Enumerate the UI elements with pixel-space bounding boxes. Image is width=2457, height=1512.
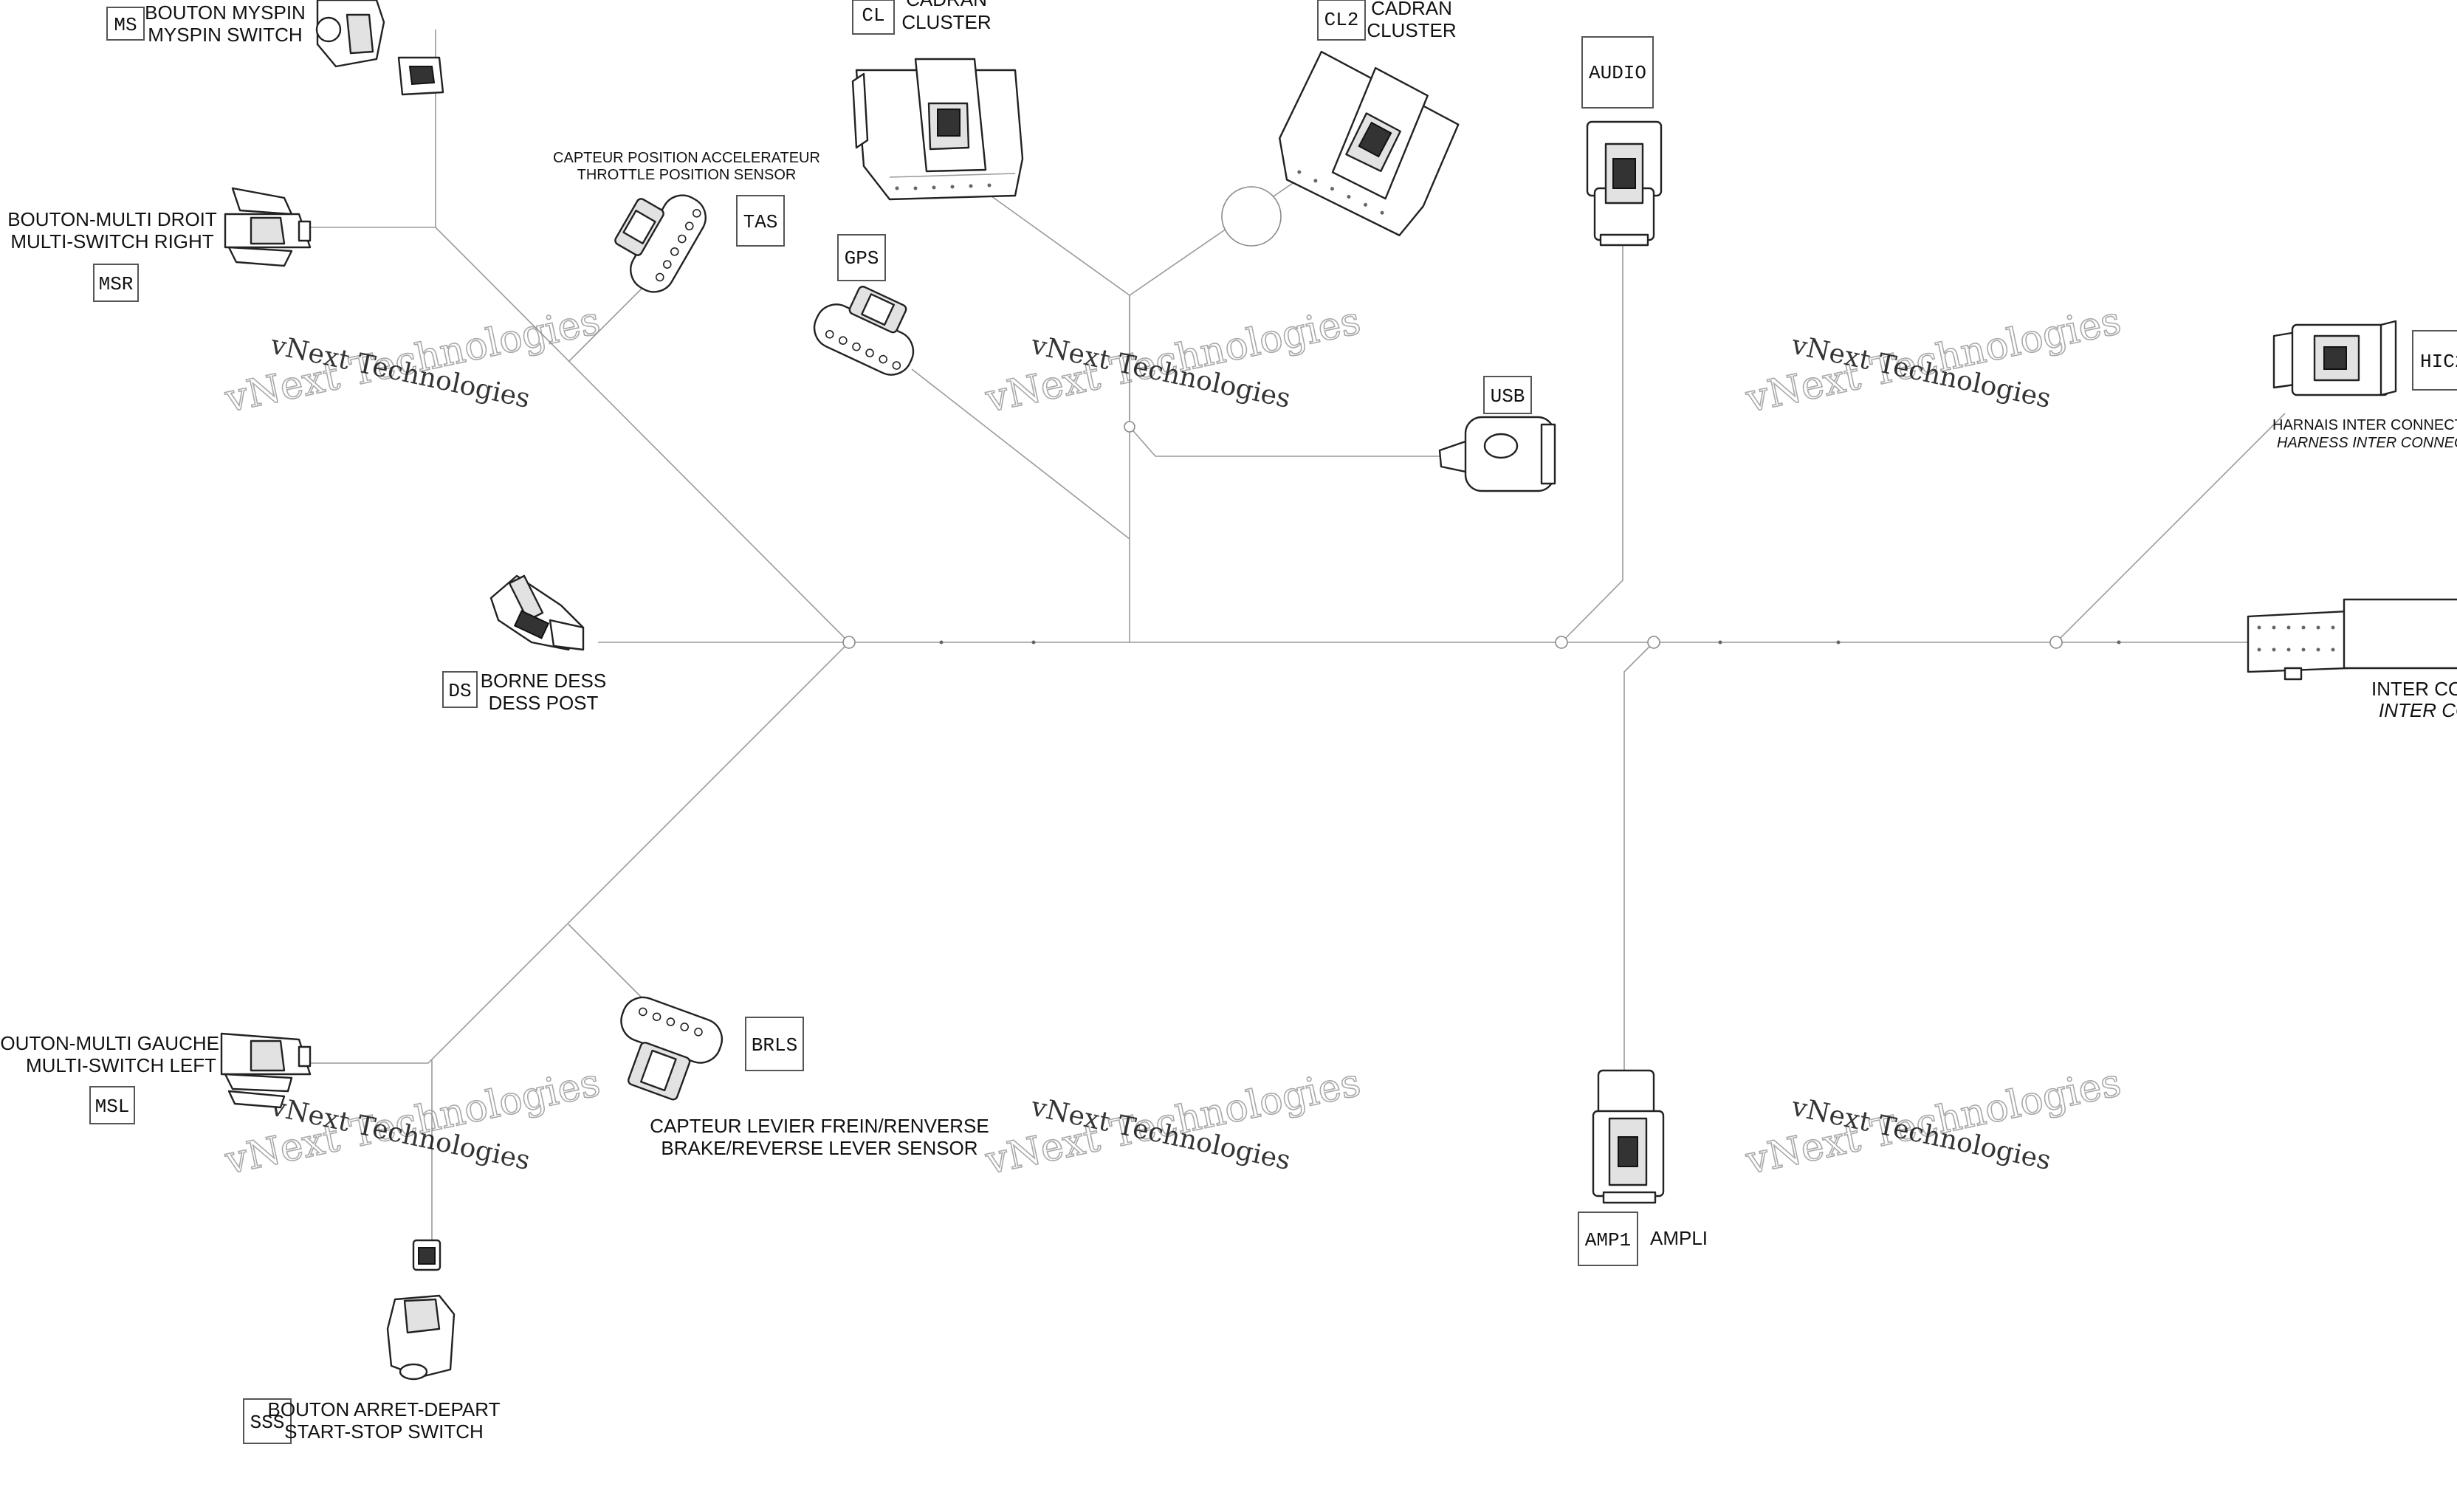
hic-connector-drawing <box>2272 320 2397 396</box>
code-tag: AUDIO <box>1581 36 1654 109</box>
audio-connector-drawing <box>1586 120 1663 247</box>
label-en: MULTI-SWITCH RIGHT <box>10 230 213 252</box>
code-tag: TAS <box>736 195 785 247</box>
code-tag: MSL <box>89 1086 135 1124</box>
label-en: CLUSTER <box>1367 19 1456 41</box>
connector-ic[interactable]: INTER CONNECTEUR INTER CONNECTOR <box>2247 598 2457 721</box>
label-en: INTER CONNECTOR <box>2379 699 2457 721</box>
connector-amp1[interactable]: AMP1 AMPLI <box>1578 1069 1708 1266</box>
code-tag: BRLS <box>745 1017 804 1071</box>
connector-cl[interactable]: CL CADRAN CLUSTER <box>851 0 1024 201</box>
label-en: DESS POST <box>489 692 599 714</box>
brls-connector-drawing <box>620 996 724 1101</box>
code-tag: MS <box>106 7 145 41</box>
dess-post-drawing <box>489 574 585 651</box>
label-fr: BOUTON MYSPIN <box>145 1 306 24</box>
code-tag: GPS <box>837 234 886 281</box>
connector-audio[interactable]: AUDIO <box>1581 36 1663 247</box>
label-en: HARNESS INTER CONNECTOR <box>2277 435 2457 451</box>
label-fr: BOUTON-MULTI DROIT <box>7 208 217 230</box>
code-audio: AUDIO <box>1589 62 1646 84</box>
watermark-top-right: vNext Technologies vNext Technologies <box>1741 298 2125 422</box>
label-fr: BORNE DESS <box>481 670 607 692</box>
connector-hic[interactable]: HIC2 HARNAIS INTER CONNECTEUR HARNESS IN… <box>2272 320 2457 451</box>
myspin-switch-drawing <box>315 0 444 96</box>
connector-tas[interactable]: CAPTEUR POSITION ACCELERATEUR THROTTLE P… <box>553 150 820 300</box>
label-fr: CAPTEUR LEVIER FREIN/RENVERSE <box>650 1115 989 1137</box>
label-en: START-STOP SWITCH <box>284 1420 484 1443</box>
multi-switch-right-drawing <box>224 187 312 267</box>
label-en: CLUSTER <box>901 11 991 33</box>
usb-connector-drawing <box>1438 416 1556 492</box>
connector-ms[interactable]: MS BOUTON MYSPIN MYSPIN SWITCH <box>106 0 444 96</box>
code-amp1: AMP1 <box>1585 1229 1631 1251</box>
label-fr: AMPLI <box>1650 1227 1708 1249</box>
code-tag: SSS <box>243 1398 292 1444</box>
code-ms: MS <box>114 14 137 36</box>
label-en: MYSPIN SWITCH <box>148 24 302 46</box>
code-cl: CL <box>862 4 884 27</box>
code-msr: MSR <box>99 273 134 295</box>
code-sss: SSS <box>250 1412 285 1434</box>
code-tag: DS <box>442 671 478 708</box>
label-fr: CADRAN <box>906 0 987 10</box>
connector-msl[interactable]: BOUTON-MULTI GAUCHE MULTI-SWITCH LEFT MS… <box>0 1032 312 1124</box>
code-hic: HIC2 <box>2420 351 2457 373</box>
connector-brls[interactable]: BRLS CAPTEUR LEVIER FREIN/RENVERSE BRAKE… <box>601 992 989 1159</box>
code-tag: HIC2 <box>2412 330 2457 391</box>
connector-usb[interactable]: USB <box>1438 376 1556 492</box>
code-ds: DS <box>448 680 471 702</box>
label-fr: CAPTEUR POSITION ACCELERATEUR <box>553 150 820 166</box>
watermark-bottom-right: vNext Technologies vNext Technologies <box>1741 1060 2125 1184</box>
label-fr: BOUTON ARRET-DEPART <box>268 1398 501 1420</box>
code-tag: CL <box>852 0 895 35</box>
connector-gps[interactable]: GPS <box>808 234 931 382</box>
watermark-top-center: vNext Technologies vNext Technologies <box>980 298 1364 422</box>
code-tag: MSR <box>93 264 139 302</box>
label-en: MULTI-SWITCH LEFT <box>26 1054 216 1076</box>
connector-msr[interactable]: BOUTON-MULTI DROIT MULTI-SWITCH RIGHT MS… <box>7 187 312 302</box>
code-cl2: CL2 <box>1324 9 1359 31</box>
connector-sss[interactable]: SSS BOUTON ARRET-DEPART START-STOP SWITC… <box>243 1239 501 1444</box>
code-tag: USB <box>1483 376 1532 414</box>
multi-switch-left-drawing <box>220 1032 312 1109</box>
label-en: BRAKE/REVERSE LEVER SENSOR <box>661 1137 977 1159</box>
code-usb: USB <box>1491 385 1525 408</box>
connector-cl2[interactable]: CL2 CADRAN CLUSTER <box>1261 0 1470 242</box>
cluster2-connector-drawing <box>1279 50 1460 236</box>
amp-connector-drawing <box>1592 1069 1665 1204</box>
code-msl: MSL <box>95 1096 130 1118</box>
label-fr: INTER CONNECTEUR <box>2371 678 2457 700</box>
start-stop-switch-drawing <box>386 1239 456 1381</box>
code-tag: AMP1 <box>1578 1212 1638 1266</box>
inter-connector-drawing <box>2247 598 2457 681</box>
label-fr: HARNAIS INTER CONNECTEUR <box>2272 417 2457 433</box>
code-tas: TAS <box>743 211 778 233</box>
cluster-connector-drawing <box>851 58 1024 201</box>
watermark-top-left: vNext Technologies vNext Technologies <box>220 298 604 422</box>
code-gps: GPS <box>845 247 879 269</box>
tas-connector-drawing <box>614 194 707 293</box>
code-brls: BRLS <box>752 1034 797 1056</box>
harness-wires <box>303 30 2286 1255</box>
code-tag: CL2 <box>1317 0 1366 41</box>
gps-connector-drawing <box>813 286 915 376</box>
label-fr: CADRAN <box>1371 0 1452 19</box>
connector-ds[interactable]: DS BORNE DESS DESS POST <box>442 574 607 714</box>
watermark-bottom-center: vNext Technologies vNext Technologies <box>980 1060 1364 1184</box>
label-en: THROTTLE POSITION SENSOR <box>577 167 797 183</box>
label-fr: BOUTON-MULTI GAUCHE <box>0 1032 219 1054</box>
